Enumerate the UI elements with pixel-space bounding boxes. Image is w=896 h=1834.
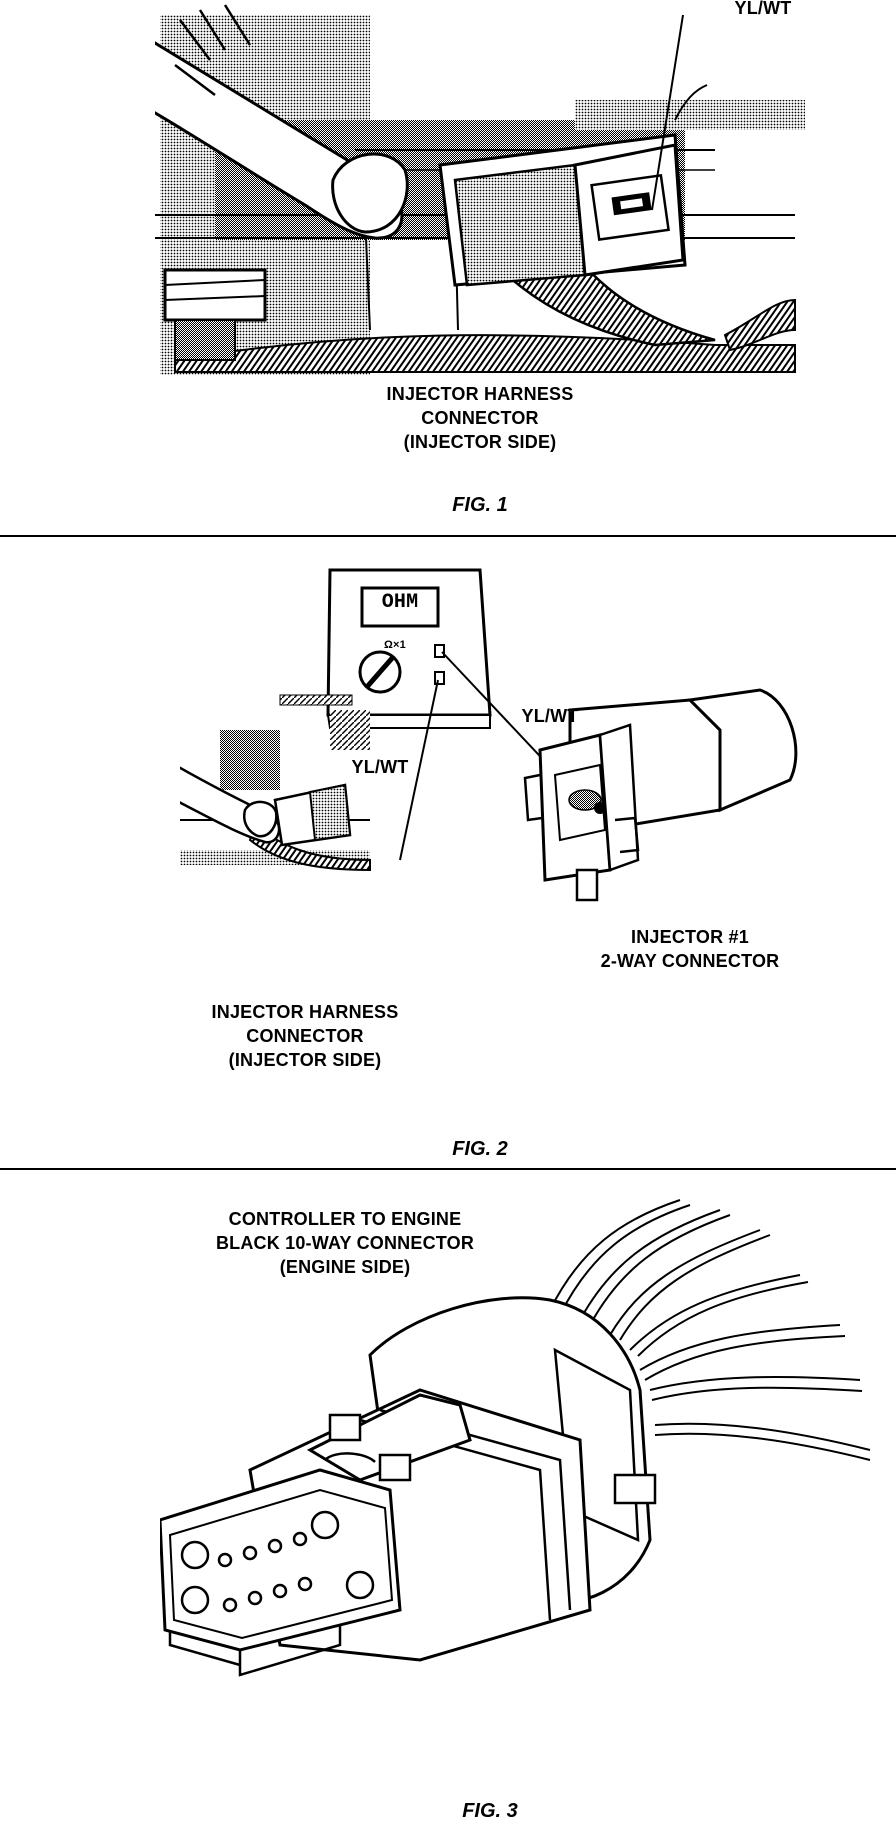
fig2-wire-label-harness: YL/WT (351, 757, 409, 777)
fig3-label: FIG. 3 (462, 1800, 518, 1822)
fig2-ohmmeter-test-illustration (180, 568, 798, 902)
fig1-injector-harness-illustration (155, 4, 805, 375)
fig3-caption-line-3: (ENGINE SIDE) (279, 1257, 411, 1277)
fig2-label: FIG. 2 (452, 1138, 508, 1160)
fig3-caption-line-2: BLACK 10-WAY CONNECTOR (215, 1233, 475, 1253)
fig3-caption-line-1: CONTROLLER TO ENGINE (228, 1209, 462, 1229)
divider-1 (0, 535, 896, 537)
fig1-wire-label: YL/WT (734, 0, 792, 18)
fig1-label: FIG. 1 (452, 494, 508, 516)
fig2-injector-caption-line-2: 2-WAY CONNECTOR (600, 951, 780, 971)
fig2-wire-label-injector: YL/WT (521, 706, 579, 726)
fig1-caption-line-3: (INJECTOR SIDE) (403, 432, 557, 452)
fig3-10-way-connector-illustration (160, 1199, 871, 1677)
fig2-harness-caption-line-2: CONNECTOR (246, 1026, 364, 1046)
fig1-caption-line-1: INJECTOR HARNESS (386, 384, 574, 404)
fig1-caption-line-2: CONNECTOR (421, 408, 539, 428)
fig2-meter-display: OHM (381, 591, 419, 614)
fig2-harness-caption-line-3: (INJECTOR SIDE) (228, 1050, 382, 1070)
fig2-injector-caption-line-1: INJECTOR #1 (631, 927, 749, 947)
divider-2 (0, 1168, 896, 1170)
fig2-meter-range-label: Ω×1 (384, 639, 406, 651)
fig2-harness-caption-line-1: INJECTOR HARNESS (211, 1002, 399, 1022)
